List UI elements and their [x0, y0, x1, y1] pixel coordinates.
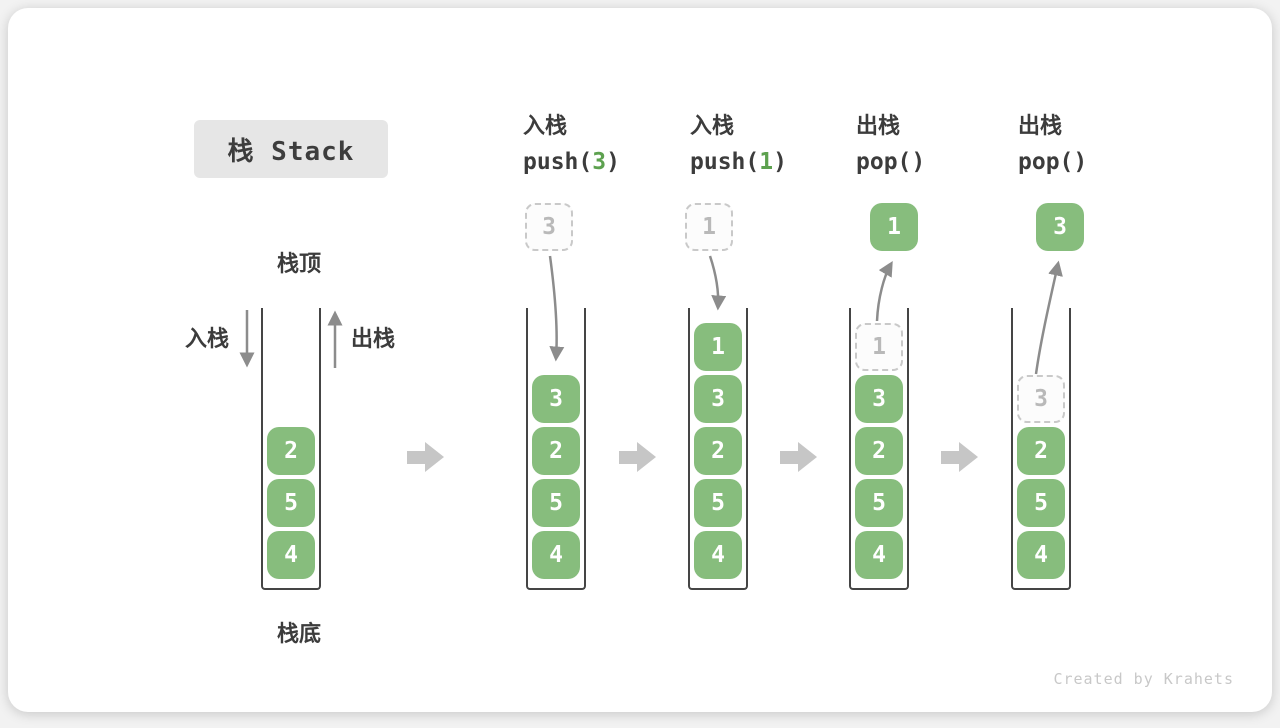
- code-post: ): [911, 149, 926, 175]
- floating-element-box: 3: [525, 203, 573, 251]
- stack-item: 2: [1017, 427, 1065, 475]
- stack-item: 5: [267, 479, 315, 527]
- stack-item: 3: [532, 375, 580, 423]
- stack-item: 2: [532, 427, 580, 475]
- operation-label: 入栈: [690, 113, 735, 138]
- operation-code: pop(): [856, 148, 1026, 176]
- stack-bottom-label: 栈底: [276, 621, 321, 646]
- operation-label: 出栈: [1018, 113, 1063, 138]
- stack-item: 4: [694, 531, 742, 579]
- stack-item: 1: [694, 323, 742, 371]
- title-badge: 栈 Stack: [194, 120, 388, 178]
- step-arrow-icon: [407, 442, 444, 472]
- stack-item-ghost: 1: [855, 323, 903, 371]
- operation-label: 入栈: [523, 113, 568, 138]
- operation-column-push1: 入栈 push(1): [690, 112, 860, 176]
- stack-item: 4: [1017, 531, 1065, 579]
- watermark: Created by Krahets: [1053, 670, 1234, 688]
- code-pre: push(: [523, 149, 593, 175]
- stack-item: 3: [855, 375, 903, 423]
- code-arg: 3: [592, 149, 607, 175]
- floating-element-box: 3: [1036, 203, 1084, 251]
- stack-item: 2: [694, 427, 742, 475]
- stack-item: 4: [855, 531, 903, 579]
- code-post: ): [606, 149, 620, 175]
- stack-item: 2: [267, 427, 315, 475]
- code-post: ): [773, 149, 787, 175]
- stack-item-ghost: 3: [1017, 375, 1065, 423]
- code-post: ): [1073, 149, 1088, 175]
- stack-item: 5: [532, 479, 580, 527]
- floating-element-box: 1: [685, 203, 733, 251]
- stack-item: 3: [694, 375, 742, 423]
- stack-item: 5: [1017, 479, 1065, 527]
- step-arrow-icon: [619, 442, 656, 472]
- operation-label: 出栈: [856, 113, 901, 138]
- code-pre: push(: [690, 149, 760, 175]
- stack-item: 2: [855, 427, 903, 475]
- code-pre: pop(: [856, 149, 912, 175]
- page-title: 栈 Stack: [227, 136, 355, 167]
- stack-item: 4: [267, 531, 315, 579]
- operation-code: push(1): [690, 148, 860, 176]
- operation-column-push3: 入栈 push(3): [523, 112, 693, 176]
- step-arrow-icon: [941, 442, 978, 472]
- stack-item: 5: [855, 479, 903, 527]
- operation-column-pop1: 出栈 pop(): [856, 112, 1026, 176]
- operation-code: pop(): [1018, 148, 1188, 176]
- diagram-canvas: 栈 Stack 栈顶 栈底 入栈 出栈 入栈 push(3) 入栈 push(1…: [8, 8, 1272, 712]
- operation-column-pop2: 出栈 pop(): [1018, 112, 1188, 176]
- push-arrow-icon: [708, 255, 727, 311]
- operation-code: push(3): [523, 148, 693, 176]
- pop-direction-label: 出栈: [351, 326, 396, 351]
- step-arrow-icon: [780, 442, 817, 472]
- code-arg: 1: [759, 149, 774, 175]
- stack-item: 4: [532, 531, 580, 579]
- floating-element-box: 1: [870, 203, 918, 251]
- stack-item: 5: [694, 479, 742, 527]
- stack-top-label: 栈顶: [276, 251, 321, 276]
- code-pre: pop(: [1018, 149, 1074, 175]
- push-direction-label: 入栈: [185, 326, 230, 351]
